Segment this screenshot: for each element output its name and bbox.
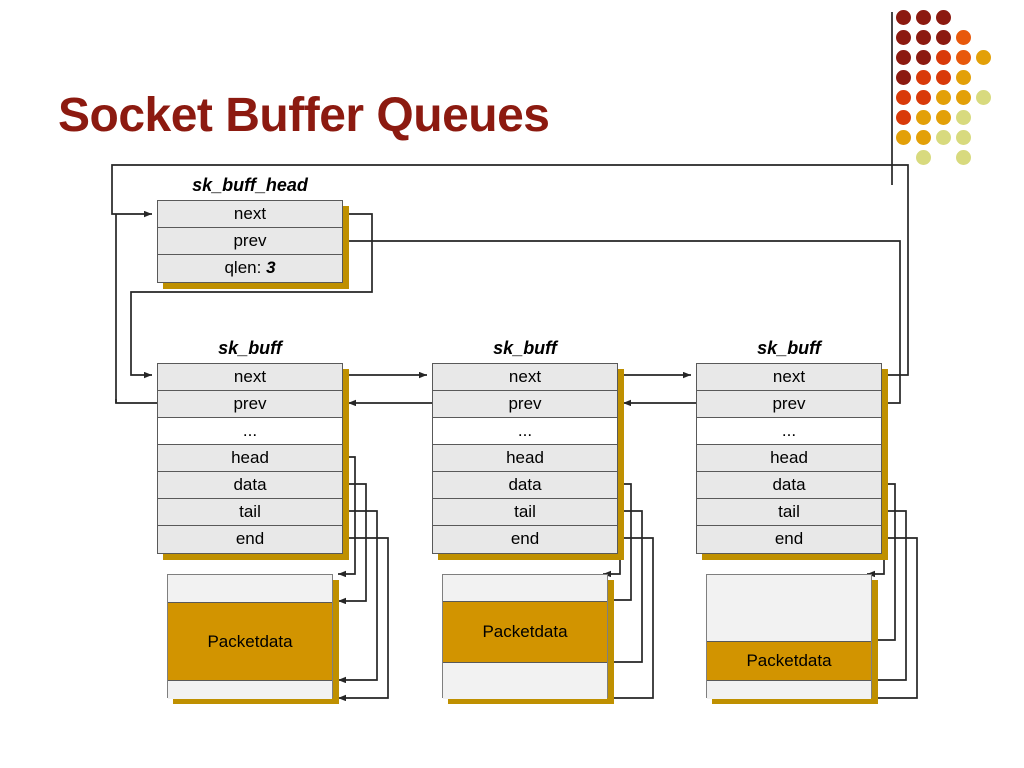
decor-dot bbox=[916, 110, 931, 125]
decor-dot bbox=[896, 110, 911, 125]
queue-length-value: 3 bbox=[266, 258, 276, 277]
decor-dot bbox=[956, 150, 971, 165]
wire-head-prev-to-skb3 bbox=[345, 240, 901, 407]
struct-caption: sk_buff_head bbox=[192, 175, 308, 195]
decor-dot bbox=[956, 130, 971, 145]
decor-dot bbox=[956, 110, 971, 125]
decor-dot bbox=[896, 70, 911, 85]
decor-dot bbox=[936, 90, 951, 105]
sk-buff-3-field-next: next bbox=[697, 364, 881, 391]
sk-buff-3-field-ellipsis: ... bbox=[697, 418, 881, 445]
wire-skb2-tail bbox=[603, 510, 643, 666]
wire-head-next-to-skb1 bbox=[130, 213, 373, 379]
decor-dot bbox=[956, 50, 971, 65]
decor-dot bbox=[916, 150, 931, 165]
buffer-packet-data: Packetdata bbox=[443, 601, 607, 663]
sk-buff-3-field-tail: tail bbox=[697, 499, 881, 526]
sk-buff-1-field-next: next bbox=[158, 364, 342, 391]
wire-skb3-end bbox=[867, 537, 918, 702]
sk-buff-3-field-data: data bbox=[697, 472, 881, 499]
decor-dot bbox=[916, 130, 931, 145]
decor-dot bbox=[916, 70, 931, 85]
sk-buff-2-field-head: head bbox=[433, 445, 617, 472]
decor-dot bbox=[956, 90, 971, 105]
buffer-tailroom bbox=[707, 681, 871, 699]
decor-dot bbox=[956, 70, 971, 85]
sk-buff-1-field-head: head bbox=[158, 445, 342, 472]
decor-dot bbox=[896, 30, 911, 45]
struct-caption: sk_buff bbox=[218, 338, 282, 358]
decor-dot bbox=[896, 130, 911, 145]
wire-skb3-data bbox=[867, 483, 896, 644]
sk-buff-2-field-data: data bbox=[433, 472, 617, 499]
sk-buff-1-field-ellipsis: ... bbox=[158, 418, 342, 445]
buffer-packet-data: Packetdata bbox=[168, 602, 332, 681]
wire-skb1-head bbox=[338, 456, 356, 578]
decor-dot bbox=[896, 90, 911, 105]
sk-buff-3-field-end: end bbox=[697, 526, 881, 553]
decor-dot bbox=[976, 50, 991, 65]
struct-caption: sk_buff bbox=[757, 338, 821, 358]
decor-dot bbox=[956, 30, 971, 45]
sk-buff-2-field-prev: prev bbox=[433, 391, 617, 418]
struct-caption: sk_buff bbox=[493, 338, 557, 358]
dot-grid-motif bbox=[896, 10, 1024, 180]
decor-dot bbox=[936, 70, 951, 85]
wire-skb3-next-to-head bbox=[111, 164, 909, 376]
sk-buff-1-field-end: end bbox=[158, 526, 342, 553]
sk-buff-3-field-head: head bbox=[697, 445, 881, 472]
packet-buffer-2: Packetdata bbox=[442, 574, 608, 699]
wire-skb1-tail bbox=[338, 510, 378, 684]
decor-dot bbox=[916, 10, 931, 25]
wire-skb1-prev-stub bbox=[115, 399, 157, 404]
decor-dot bbox=[936, 10, 951, 25]
sk-buff-2-field-ellipsis: ... bbox=[433, 418, 617, 445]
sk-buff-3-field-prev: prev bbox=[697, 391, 881, 418]
decor-dot bbox=[976, 90, 991, 105]
packet-buffer-3: Packetdata bbox=[706, 574, 872, 699]
sk-buff-2-field-tail: tail bbox=[433, 499, 617, 526]
decor-dot bbox=[896, 10, 911, 25]
decor-dot bbox=[936, 30, 951, 45]
wire-skb3-tail bbox=[867, 510, 907, 684]
sk-buff-2-field-next: next bbox=[433, 364, 617, 391]
sk-buff-1-field-prev: prev bbox=[158, 391, 342, 418]
sk-buff-head-field-prev: prev bbox=[158, 228, 342, 255]
wire-skb1-end bbox=[338, 537, 389, 702]
buffer-headroom bbox=[707, 575, 871, 641]
wire-skb2-end bbox=[603, 537, 654, 702]
decor-dot bbox=[916, 90, 931, 105]
wire-skb2-data bbox=[603, 483, 632, 604]
buffer-tailroom bbox=[443, 663, 607, 699]
sk-buff-head-field-next: next bbox=[158, 201, 342, 228]
sk-buff-head-field-qlen: qlen: 3 bbox=[158, 255, 342, 282]
buffer-packet-data: Packetdata bbox=[707, 641, 871, 681]
sk-buff-1-field-data: data bbox=[158, 472, 342, 499]
decor-dot bbox=[936, 130, 951, 145]
buffer-headroom bbox=[168, 575, 332, 602]
wire-skb1-data bbox=[338, 483, 367, 605]
decor-dot bbox=[916, 30, 931, 45]
decor-dot bbox=[936, 110, 951, 125]
page-title: Socket Buffer Queues bbox=[58, 89, 550, 142]
decor-dot bbox=[916, 50, 931, 65]
buffer-tailroom bbox=[168, 681, 332, 699]
decor-dot bbox=[936, 50, 951, 65]
buffer-headroom bbox=[443, 575, 607, 601]
sk-buff-2-field-end: end bbox=[433, 526, 617, 553]
packet-buffer-1: Packetdata bbox=[167, 574, 333, 699]
decor-dot bbox=[896, 50, 911, 65]
sk-buff-1-field-tail: tail bbox=[158, 499, 342, 526]
